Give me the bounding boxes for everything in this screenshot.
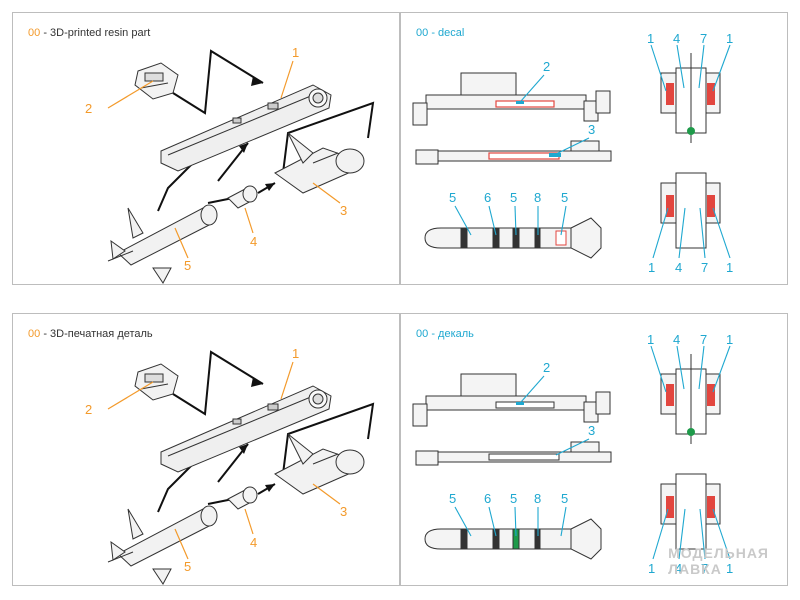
callout-3: 3 [340,504,347,519]
part-5-missile-body [107,204,218,284]
launcher-side-view-2 [415,140,612,165]
callout-view-bottom-4: 1 [726,260,733,275]
callout-view-top-4: 1 [726,31,733,46]
resin-parts-illustration: 2 1 3 4 5 [85,45,375,284]
part-3-seeker [274,433,365,495]
callout-missile-1: 5 [449,491,456,506]
callout-view-top-1: 1 [647,31,654,46]
callout-missile-4: 8 [534,190,541,205]
callout-2: 2 [85,402,92,417]
watermark-line-2: ЛАВКА [668,561,722,577]
callout-4: 4 [250,234,257,249]
launcher-side-view-1 [412,72,611,126]
callout-view-top-1: 1 [647,332,654,347]
resin-parts-illustration: 2 1 3 4 5 [85,346,375,585]
part-1-launcher-rail [160,385,332,473]
decal-code: 00 [416,328,429,340]
panel-title-text: - 3D-printed resin part [43,27,151,39]
decal-placement-illustration: 2 3 5 6 5 8 5 1 4 7 1 1 4 7 1 [412,31,733,275]
part-5-missile-body [107,505,218,585]
callout-view-top-2: 4 [673,31,680,46]
panel-title-text: - декаль [431,328,474,340]
callout-4: 4 [250,535,257,550]
panel-title-text: - 3D-печатная деталь [43,328,153,340]
callout-missile-3: 5 [510,491,517,506]
callout-view-top-2: 4 [673,332,680,347]
callout-5: 5 [184,258,191,273]
callout-2: 2 [543,59,550,74]
callout-3: 3 [340,203,347,218]
launcher-side-view-2 [415,441,612,466]
part-2-block [134,62,179,100]
callout-missile-4: 8 [534,491,541,506]
panel-title: 00 - 3D-printed resin part [28,27,150,39]
callout-1: 1 [292,45,299,60]
decal-panel-ru: 00 - декаль [400,313,788,586]
resin-part-panel-en: 00 - 3D-printed resin part [12,12,400,285]
callout-view-bottom-2: 4 [675,260,682,275]
shop-watermark: МОДЕЛЬНАЯ ЛАВКА [668,545,769,577]
part-2-block [134,363,179,401]
callout-1: 1 [292,346,299,361]
panel-title: 00 - 3D-печатная деталь [28,328,153,340]
front-view-bottom [660,172,721,249]
part-code: 00 [28,328,41,340]
callout-missile-2: 6 [484,190,491,205]
decal-placement-illustration: 2 3 5 6 5 8 5 1 4 7 1 1 4 7 1 [412,332,733,576]
part-4-cylinder [227,486,258,510]
resin-part-panel-ru: 00 - 3D-печатная деталь [12,313,400,586]
flow-arrow-2 [282,101,375,174]
decal-panel-en: 00 - decal [400,12,788,285]
callout-5: 5 [184,559,191,574]
callout-missile-2: 6 [484,491,491,506]
callout-view-top-4: 1 [726,332,733,347]
callout-missile-5: 5 [561,491,568,506]
part-3-seeker [274,132,365,194]
callout-view-bottom-3: 7 [701,260,708,275]
callout-missile-3: 5 [510,190,517,205]
callout-3: 3 [588,122,595,137]
callout-missile-1: 5 [449,190,456,205]
part-4-cylinder [227,185,258,209]
callout-view-bottom-1: 1 [648,260,655,275]
front-view-top [660,53,721,143]
front-view-bottom [660,473,721,550]
front-view-top [660,354,721,444]
panel-title: 00 - декаль [416,328,474,340]
missile-side-view [424,217,602,259]
callout-view-bottom-2: 4 [675,561,682,576]
callout-view-bottom-1: 1 [648,561,655,576]
part-code: 00 [28,27,41,39]
callout-view-top-3: 7 [700,31,707,46]
launcher-side-view-1 [412,373,611,427]
panel-title-text: - decal [431,27,465,39]
decal-code: 00 [416,27,429,39]
callout-2: 2 [85,101,92,116]
callout-3: 3 [588,423,595,438]
missile-side-view [424,518,602,560]
watermark-line-1: МОДЕЛЬНАЯ [668,545,769,561]
part-1-launcher-rail [160,84,332,172]
flow-arrow-1 [172,49,264,115]
callout-missile-5: 5 [561,190,568,205]
panel-title: 00 - decal [416,27,464,39]
callout-view-top-3: 7 [700,332,707,347]
callout-view-bottom-4: 1 [726,561,733,576]
callout-2: 2 [543,360,550,375]
callout-view-bottom-3: 7 [701,561,708,576]
